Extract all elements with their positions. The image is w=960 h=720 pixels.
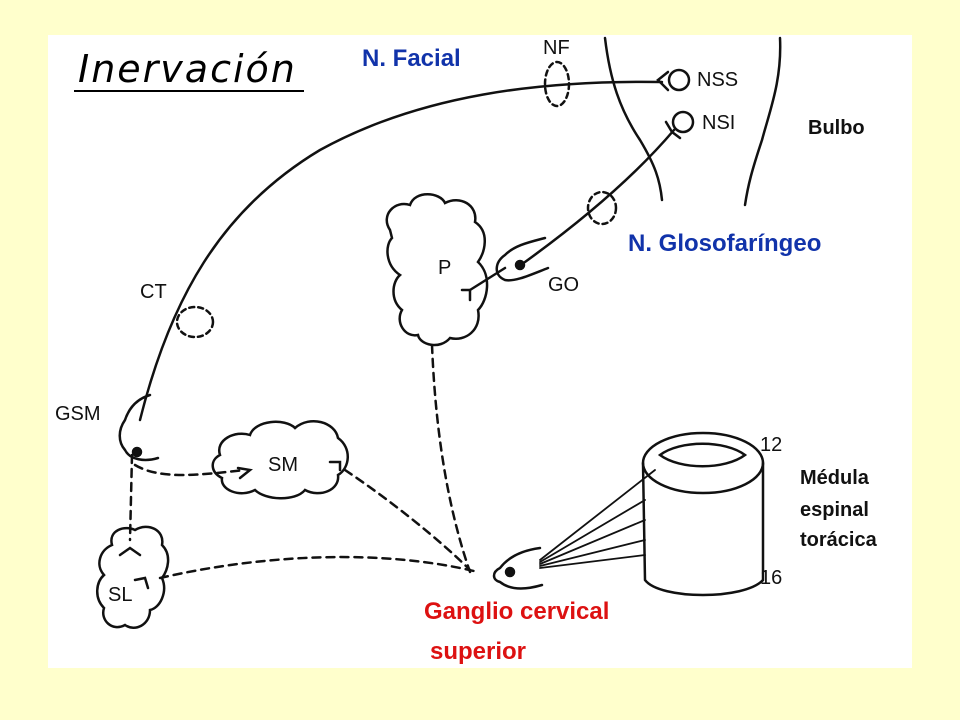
parotid-gland <box>385 193 489 347</box>
nf-label: NF <box>543 37 570 59</box>
facial-nerve-line <box>138 80 664 422</box>
preganglionic-fibers <box>539 469 656 569</box>
ganglio-label-box <box>410 598 675 668</box>
nsi-label: NSI <box>702 112 736 134</box>
submandibular-gland <box>211 419 349 500</box>
nsi-nucleus <box>671 110 695 134</box>
title-underline <box>74 90 304 92</box>
spinal-cord-body <box>641 461 765 597</box>
gsm-to-sm-fiber <box>133 463 247 477</box>
glosofaringeo-ellipse <box>586 190 618 226</box>
go-label: GO <box>548 274 580 296</box>
cervical-ganglion-cell <box>504 566 516 578</box>
ct-label: CT <box>140 281 167 303</box>
parotid-to-ganglion-fiber <box>430 343 472 574</box>
sm-label: SM <box>268 454 298 476</box>
sm-synapse-right <box>328 460 342 472</box>
sm-synapse-left <box>236 466 253 480</box>
dashed-fibers <box>128 343 480 580</box>
bulbo-outline-right <box>743 36 782 207</box>
medula-label-line1: Médula <box>800 467 869 489</box>
n-glosofaringeo-label: N. Glosofaríngeo <box>628 230 822 257</box>
medula-label-line2: espinal <box>800 499 869 521</box>
n-facial-label: N. Facial <box>362 45 461 72</box>
page-title: Inervación <box>78 47 297 91</box>
segment-12-label: 12 <box>760 434 783 456</box>
sl-label: SL <box>108 584 133 606</box>
sl-synapse-top <box>118 546 142 557</box>
sublingual-gland <box>96 525 170 629</box>
medula-label-line3: torácica <box>800 529 877 551</box>
parotid-synapse <box>460 288 472 302</box>
go-to-parotid <box>468 266 507 292</box>
bulbo-label: Bulbo <box>808 117 865 139</box>
nss-nucleus <box>667 68 691 92</box>
go-ganglion <box>495 236 550 282</box>
gsm-ganglion-cell <box>131 446 143 458</box>
sm-to-ganglion-fiber <box>343 468 472 572</box>
nsi-synapse <box>664 120 682 140</box>
ganglio-label-line1: Ganglio cervical <box>424 598 610 625</box>
p-label: P <box>438 257 452 279</box>
ct-ellipse <box>175 305 215 339</box>
diagram-panel <box>48 35 912 668</box>
gsm-label: GSM <box>55 403 101 425</box>
cervical-ganglion <box>492 546 544 590</box>
nf-ellipse <box>543 60 571 108</box>
ganglio-label-line2: superior <box>430 638 527 665</box>
segment-16-label: 16 <box>760 567 783 589</box>
gsm-ganglion <box>118 393 160 462</box>
spinal-cord-gray-matter <box>657 442 748 468</box>
go-ganglion-cell <box>514 259 526 271</box>
bulbo-outline-left <box>603 36 664 202</box>
gsm-to-sl-fiber <box>128 453 134 542</box>
sl-synapse-mid <box>133 576 150 590</box>
spinal-cord-top <box>641 431 765 495</box>
sl-to-ganglion-fiber <box>158 555 480 580</box>
nss-label: NSS <box>697 69 739 91</box>
glosofaringeo-nerve-line <box>523 128 676 264</box>
nss-synapse <box>656 70 670 92</box>
